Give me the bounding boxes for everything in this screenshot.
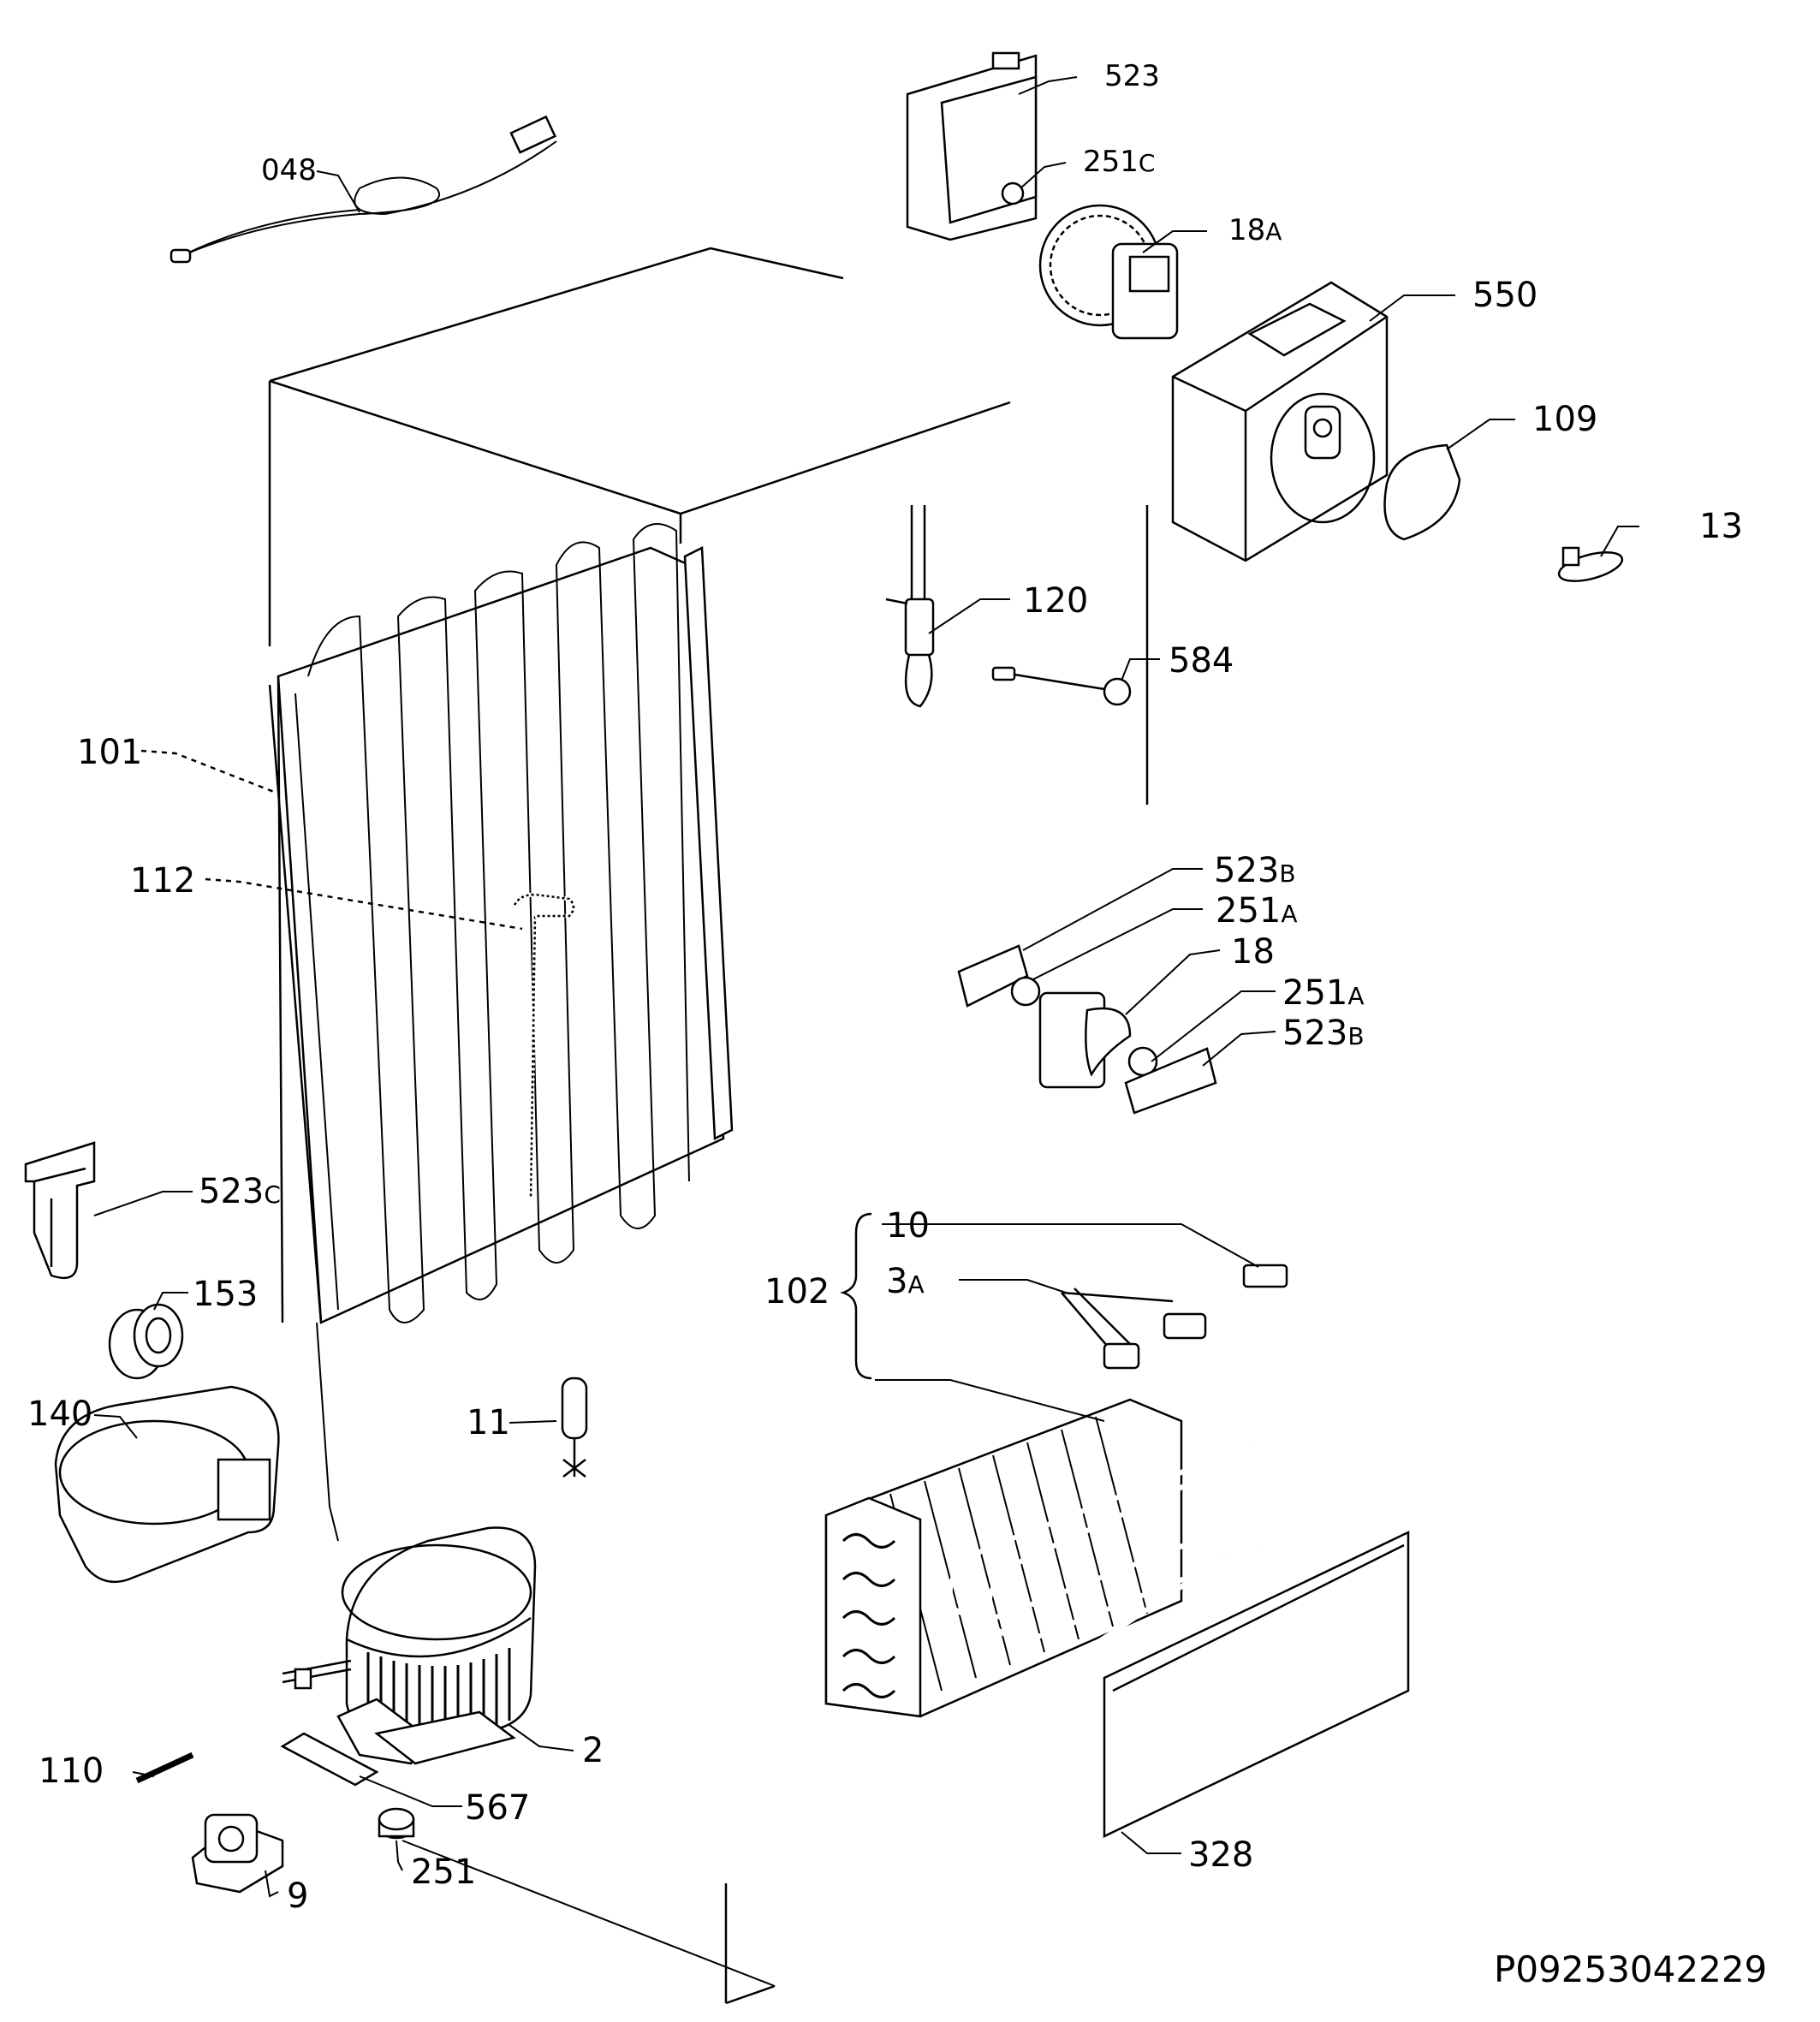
label-109: 109 — [1532, 400, 1597, 439]
leader-lines — [93, 76, 1639, 1987]
label-584: 584 — [1169, 641, 1234, 681]
label-567: 567 — [465, 1788, 530, 1828]
label-101: 101 — [77, 733, 142, 772]
label-140: 140 — [27, 1395, 92, 1434]
label-153: 153 — [193, 1275, 258, 1314]
rubber-grommet — [378, 1807, 415, 1840]
label-523c: 523C — [199, 1172, 281, 1211]
thermostat — [885, 505, 935, 708]
compressor — [282, 1526, 537, 1765]
label-9: 9 — [287, 1876, 308, 1916]
clip — [24, 1141, 96, 1280]
mounting-pin — [135, 1751, 194, 1784]
drip-tray — [54, 1385, 280, 1584]
label-523b-bottom: 523B — [1282, 1014, 1365, 1053]
bushing — [108, 1303, 184, 1380]
label-048: 048 — [261, 153, 317, 187]
label-251: 251 — [411, 1853, 476, 1892]
label-328: 328 — [1188, 1835, 1253, 1875]
connector-wire — [991, 666, 1132, 706]
evaporator — [824, 1264, 1308, 1771]
label-251a-bottom: 251A — [1282, 973, 1365, 1013]
label-523: 523 — [1104, 59, 1160, 93]
document-code: P09253042229 — [1494, 1948, 1767, 1990]
heater-plate — [1103, 1531, 1410, 1838]
label-18a: 18A — [1228, 213, 1282, 247]
fan-cover — [1171, 281, 1389, 562]
lamp-holder — [1557, 546, 1624, 582]
label-110: 110 — [39, 1751, 104, 1791]
label-10: 10 — [886, 1206, 930, 1246]
label-3a: 3A — [886, 1262, 925, 1301]
fan-housing-bracket — [906, 51, 1038, 241]
label-112: 112 — [130, 861, 195, 901]
label-251a-top: 251A — [1216, 891, 1298, 931]
label-102: 102 — [764, 1272, 830, 1311]
part-labels: 048 523 251C 18A 550 109 13 120 584 101 … — [27, 59, 1743, 1916]
lamp-cover — [1383, 443, 1461, 541]
condenser — [268, 523, 734, 1542]
label-18: 18 — [1231, 932, 1275, 972]
heater-element — [511, 892, 576, 1199]
label-550: 550 — [1472, 276, 1537, 315]
fan-motor-bracket-assembly — [957, 944, 1217, 1115]
label-120: 120 — [1023, 581, 1088, 621]
mounting-plate — [280, 1732, 379, 1787]
group-brace-102 — [840, 1212, 872, 1380]
label-523b-top: 523B — [1214, 851, 1296, 890]
thermal-fuse — [1061, 1288, 1207, 1370]
label-13: 13 — [1699, 507, 1743, 546]
sensor-cable — [170, 115, 557, 264]
label-11: 11 — [467, 1403, 510, 1442]
fan-motor-top — [1038, 204, 1179, 340]
label-251c: 251C — [1083, 145, 1155, 179]
starter-relay — [191, 1813, 284, 1894]
label-2: 2 — [582, 1731, 604, 1770]
cabinet-outline — [268, 247, 1149, 2005]
filter-drier — [561, 1377, 588, 1478]
